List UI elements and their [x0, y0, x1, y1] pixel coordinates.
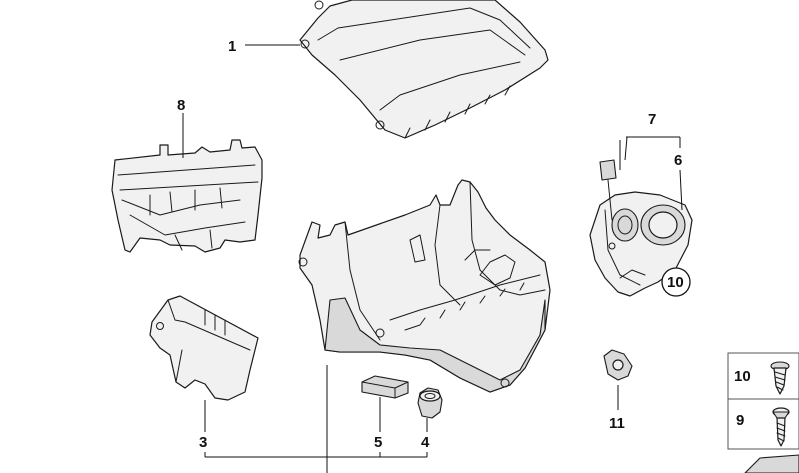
part-4-grommet[interactable] — [417, 387, 443, 419]
callout-10: 10 — [667, 274, 684, 291]
callout-5: 5 — [374, 434, 382, 451]
self-tapping-screw-icon — [770, 361, 790, 395]
part-8-bracket[interactable] — [111, 139, 263, 253]
legend-box-10 — [727, 352, 799, 400]
part-1-cover[interactable] — [299, 0, 549, 139]
leader-lines — [182, 44, 683, 473]
legend-label-10: 10 — [734, 368, 751, 385]
callout-11: 11 — [609, 415, 625, 432]
battery-tray[interactable] — [298, 179, 551, 393]
callout-7: 7 — [648, 111, 656, 128]
legend-box-9 — [727, 398, 799, 450]
legend-box-partial — [744, 454, 799, 473]
callout-labels: 1 8 7 6 10 11 3 5 4 — [177, 38, 691, 451]
callout-6: 6 — [674, 152, 682, 169]
part-6-7-connector[interactable] — [589, 159, 693, 297]
callout-8: 8 — [177, 97, 185, 114]
part-5-pad[interactable] — [361, 375, 409, 399]
callout-4: 4 — [421, 434, 430, 451]
callout-3: 3 — [199, 434, 207, 451]
legend-label-9: 9 — [736, 412, 744, 429]
part-3-side-cover[interactable] — [149, 295, 259, 401]
callout-1: 1 — [228, 38, 236, 55]
part-11-clip[interactable] — [603, 349, 633, 381]
flat-head-screw-icon — [772, 407, 790, 447]
callout-10-circle — [661, 267, 691, 297]
fastener-legend: 10 9 — [727, 352, 799, 473]
